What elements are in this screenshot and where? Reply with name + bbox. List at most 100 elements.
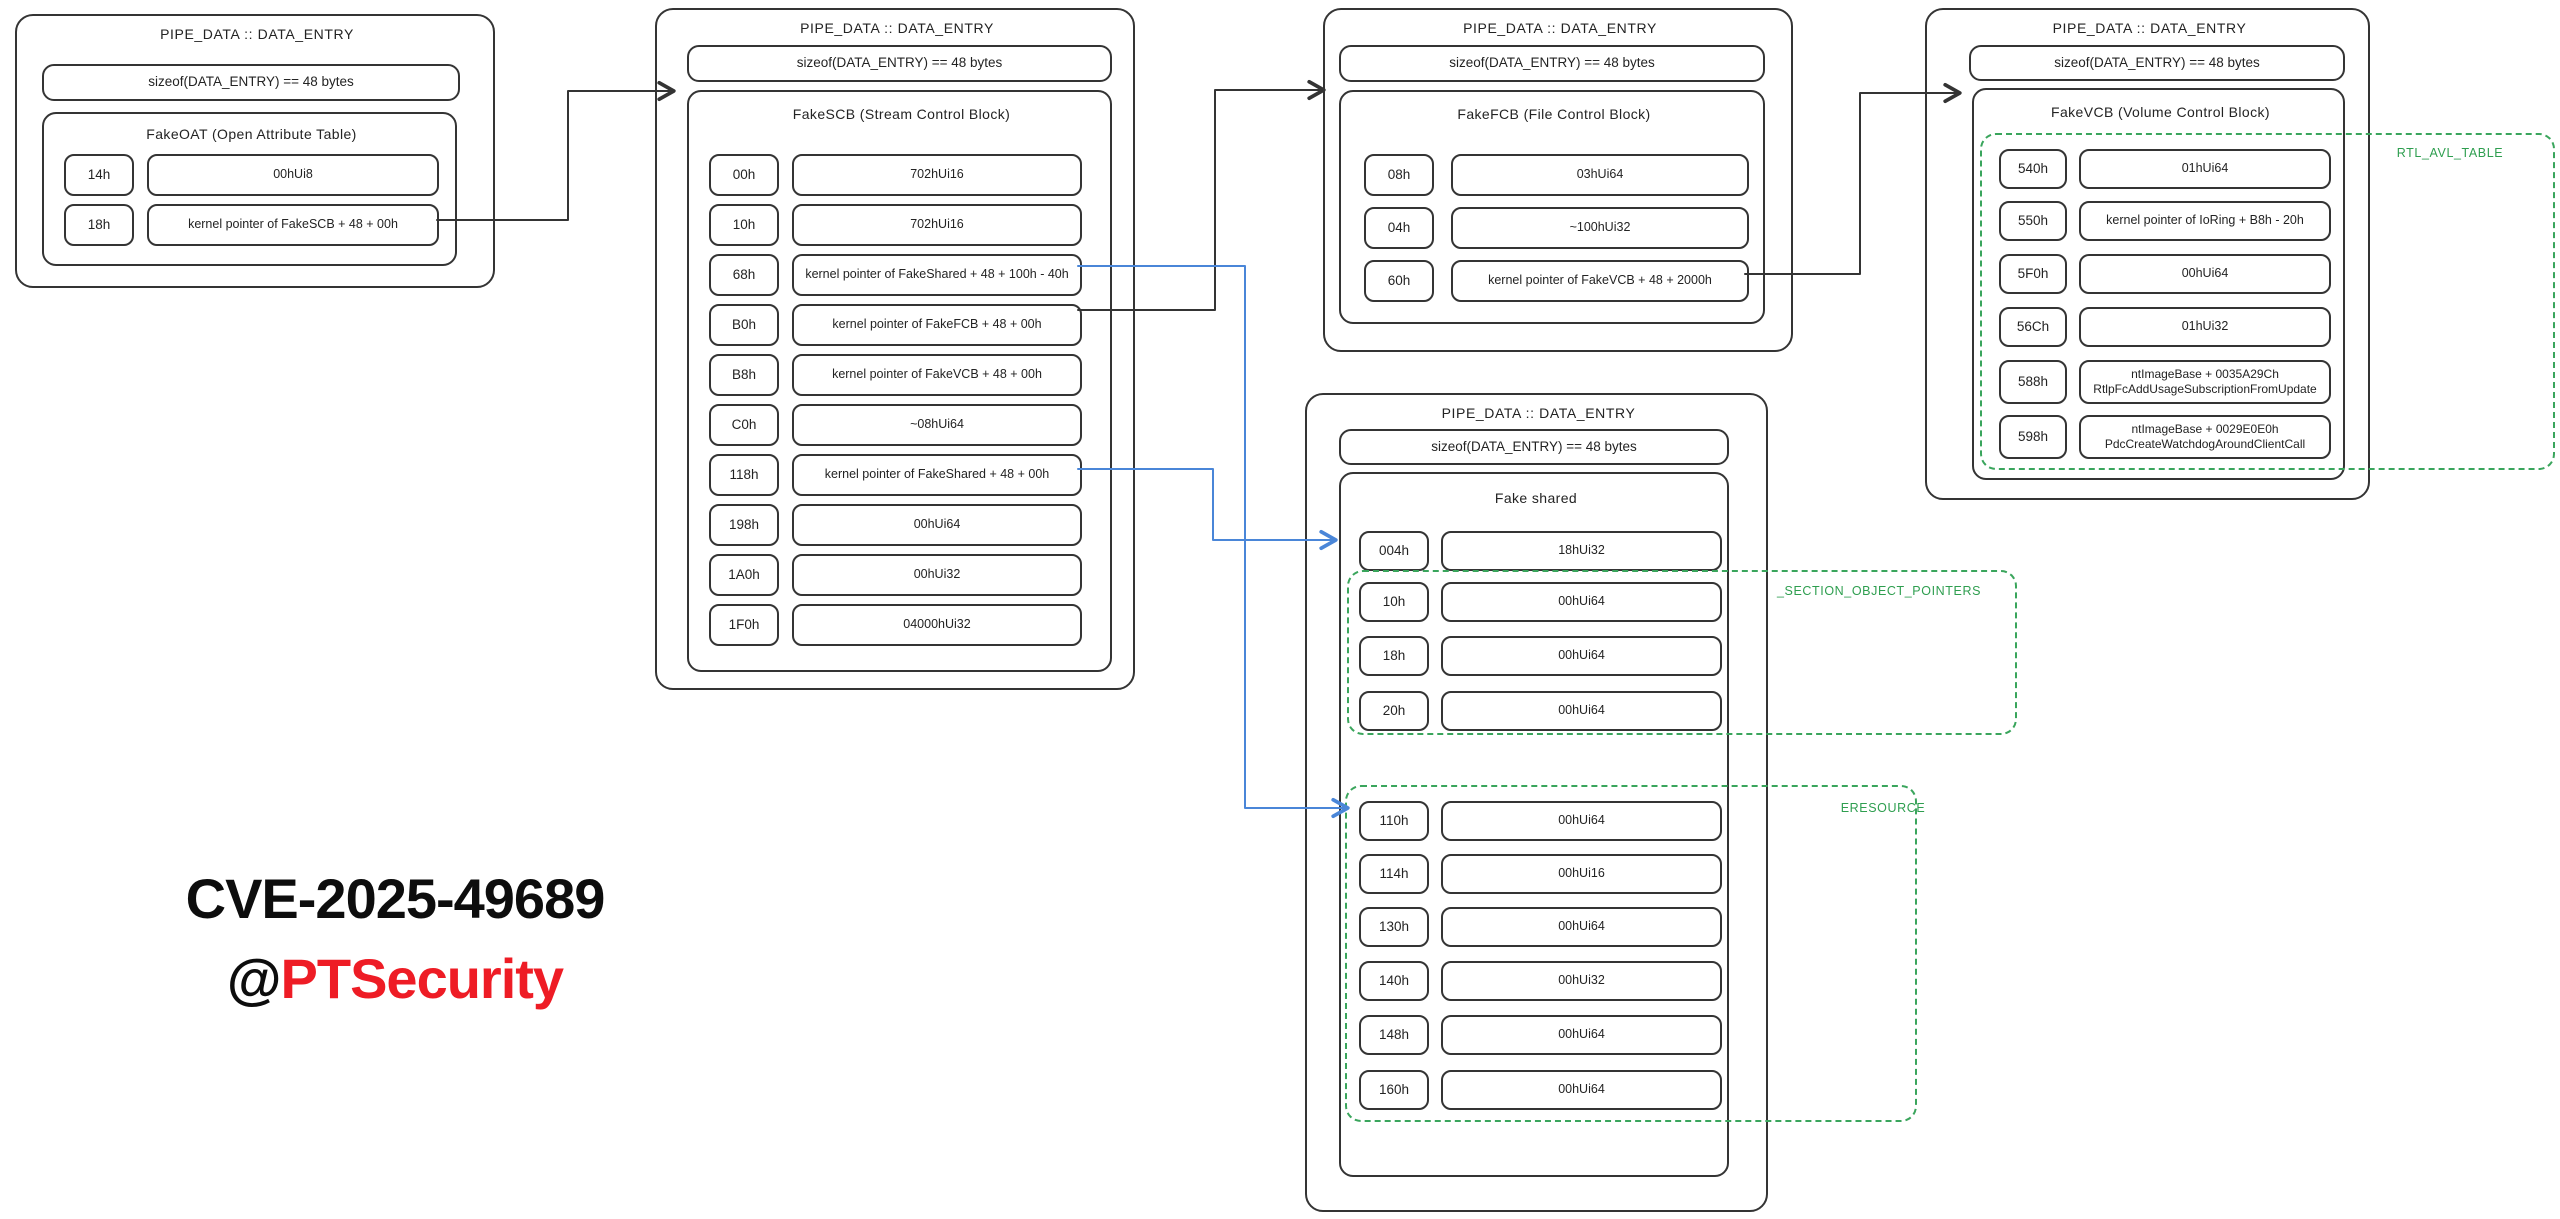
value-line1: ntImageBase + 0035A29Ch: [2131, 367, 2279, 381]
credit-handle: PTSecurity: [280, 947, 565, 1010]
value-cell: kernel pointer of FakeShared + 48 + 00h: [792, 454, 1082, 496]
value-cell: 04000hUi32: [792, 604, 1082, 646]
value-cell: ~08hUi64: [792, 404, 1082, 446]
sizeof-note: sizeof(DATA_ENTRY) == 48 bytes: [42, 64, 460, 101]
value-cell: kernel pointer of FakeVCB + 48 + 2000h: [1451, 260, 1749, 302]
value-cell: 00hUi64: [1441, 1070, 1722, 1110]
struct-label: FakeSCB (Stream Control Block): [792, 106, 1011, 122]
box-fakefcb: PIPE_DATA :: DATA_ENTRY sizeof(DATA_ENTR…: [1323, 8, 1793, 352]
value-cell: 00hUi64: [1441, 801, 1722, 841]
offset-cell: B0h: [709, 304, 779, 346]
value-cell: 00hUi64: [1441, 907, 1722, 947]
box-fakescb: PIPE_DATA :: DATA_ENTRY sizeof(DATA_ENTR…: [655, 8, 1135, 690]
offset-cell: 540h: [1999, 149, 2067, 189]
arrow-scb-to-fcb: [1077, 79, 1326, 311]
credit-at: @: [226, 947, 282, 1010]
box-fakeshared: PIPE_DATA :: DATA_ENTRY sizeof(DATA_ENTR…: [1305, 393, 1768, 1212]
struct-label: Fake shared: [1494, 490, 1578, 506]
box-title: PIPE_DATA :: DATA_ENTRY: [2052, 20, 2247, 36]
offset-cell: 56Ch: [1999, 307, 2067, 347]
fakeoat-struct: FakeOAT (Open Attribute Table) 14h 00hUi…: [42, 112, 457, 266]
value-cell: kernel pointer of FakeFCB + 48 + 00h: [792, 304, 1082, 346]
offset-cell: 18h: [1359, 636, 1429, 676]
region-rtl-avl-table: [1980, 133, 2555, 470]
offset-cell: 160h: [1359, 1070, 1429, 1110]
struct-label: FakeFCB (File Control Block): [1457, 106, 1651, 122]
offset-cell: 140h: [1359, 961, 1429, 1001]
region-eresource-label: ERESOURCE: [1840, 801, 1926, 815]
offset-cell: 08h: [1364, 154, 1434, 196]
offset-cell: 198h: [709, 504, 779, 546]
region-section-object-pointers: [1347, 570, 2017, 735]
offset-cell: 5F0h: [1999, 254, 2067, 294]
fakescb-struct: FakeSCB (Stream Control Block) 00h 702hU…: [687, 90, 1112, 672]
fakevcb-struct: FakeVCB (Volume Control Block) 540h 01hU…: [1972, 88, 2345, 480]
offset-cell: 60h: [1364, 260, 1434, 302]
offset-cell: 130h: [1359, 907, 1429, 947]
offset-cell: 118h: [709, 454, 779, 496]
arrow-fcb-to-vcb: [1744, 82, 1962, 275]
offset-cell: 1A0h: [709, 554, 779, 596]
arrow-scb-to-shared-top: [1077, 468, 1338, 551]
offset-cell: 110h: [1359, 801, 1429, 841]
offset-cell: 00h: [709, 154, 779, 196]
box-title: PIPE_DATA :: DATA_ENTRY: [160, 26, 354, 42]
value-line1: ntImageBase + 0029E0E0h: [2131, 422, 2279, 436]
offset-cell: 04h: [1364, 207, 1434, 249]
arrow-oat-to-scb: [436, 80, 676, 221]
box-title: PIPE_DATA :: DATA_ENTRY: [800, 20, 994, 36]
credit-line: @PTSecurity: [145, 946, 645, 1011]
value-cell: ~100hUi32: [1451, 207, 1749, 249]
value-cell: 00hUi16: [1441, 854, 1722, 894]
value-cell: 00hUi64: [2079, 254, 2331, 294]
offset-cell: 114h: [1359, 854, 1429, 894]
value-cell: kernel pointer of FakeVCB + 48 + 00h: [792, 354, 1082, 396]
struct-label: FakeOAT (Open Attribute Table): [146, 126, 357, 142]
value-cell: ntImageBase + 0029E0E0h PdcCreateWatchdo…: [2079, 415, 2331, 459]
value-cell: ntImageBase + 0035A29Ch RtlpFcAddUsageSu…: [2079, 360, 2331, 404]
offset-cell: 1F0h: [709, 604, 779, 646]
value-cell: 01hUi32: [2079, 307, 2331, 347]
box-title: PIPE_DATA :: DATA_ENTRY: [1463, 20, 1657, 36]
fakefcb-struct: FakeFCB (File Control Block) 08h 03hUi64…: [1339, 90, 1765, 324]
sizeof-note: sizeof(DATA_ENTRY) == 48 bytes: [1969, 45, 2345, 81]
value-cell: 702hUi16: [792, 204, 1082, 246]
offset-cell: 10h: [1359, 582, 1429, 622]
offset-cell: 68h: [709, 254, 779, 296]
region-eresource: [1345, 785, 1917, 1122]
value-cell: 702hUi16: [792, 154, 1082, 196]
box-fakevcb: PIPE_DATA :: DATA_ENTRY sizeof(DATA_ENTR…: [1925, 8, 2370, 500]
sizeof-note: sizeof(DATA_ENTRY) == 48 bytes: [1339, 45, 1765, 82]
fakeshared-struct: Fake shared 004h 18hUi32 10h 00hUi64 18h…: [1339, 472, 1729, 1177]
value-cell: kernel pointer of FakeSCB + 48 + 00h: [147, 204, 439, 246]
offset-cell: 588h: [1999, 360, 2067, 404]
value-line2: RtlpFcAddUsageSubscriptionFromUpdate: [2093, 382, 2317, 396]
sizeof-note: sizeof(DATA_ENTRY) == 48 bytes: [687, 45, 1112, 82]
value-cell: 00hUi64: [1441, 691, 1722, 731]
region-rtl-avl-table-label: RTL_AVL_TABLE: [2396, 146, 2504, 160]
value-cell: 00hUi64: [792, 504, 1082, 546]
offset-cell: 20h: [1359, 691, 1429, 731]
offset-cell: C0h: [709, 404, 779, 446]
struct-label: FakeVCB (Volume Control Block): [2051, 104, 2270, 120]
offset-cell: 550h: [1999, 201, 2067, 241]
offset-cell: B8h: [709, 354, 779, 396]
offset-cell: 598h: [1999, 415, 2067, 459]
value-cell: 00hUi64: [1441, 1015, 1722, 1055]
arrow-scb-to-shared-eresource: [1077, 265, 1350, 819]
box-title: PIPE_DATA :: DATA_ENTRY: [1441, 405, 1636, 421]
value-cell: 03hUi64: [1451, 154, 1749, 196]
offset-cell: 10h: [709, 204, 779, 246]
offset-cell: 14h: [64, 154, 134, 196]
offset-cell: 18h: [64, 204, 134, 246]
value-cell: 00hUi32: [792, 554, 1082, 596]
sizeof-note: sizeof(DATA_ENTRY) == 48 bytes: [1339, 429, 1729, 465]
value-cell: 00hUi64: [1441, 582, 1722, 622]
value-cell: 00hUi32: [1441, 961, 1722, 1001]
value-cell: kernel pointer of IoRing + B8h - 20h: [2079, 201, 2331, 241]
value-cell: 01hUi64: [2079, 149, 2331, 189]
value-cell: 00hUi64: [1441, 636, 1722, 676]
region-section-object-pointers-label: _SECTION_OBJECT_POINTERS: [1776, 584, 1982, 598]
box-fakeoat: PIPE_DATA :: DATA_ENTRY sizeof(DATA_ENTR…: [15, 14, 495, 288]
